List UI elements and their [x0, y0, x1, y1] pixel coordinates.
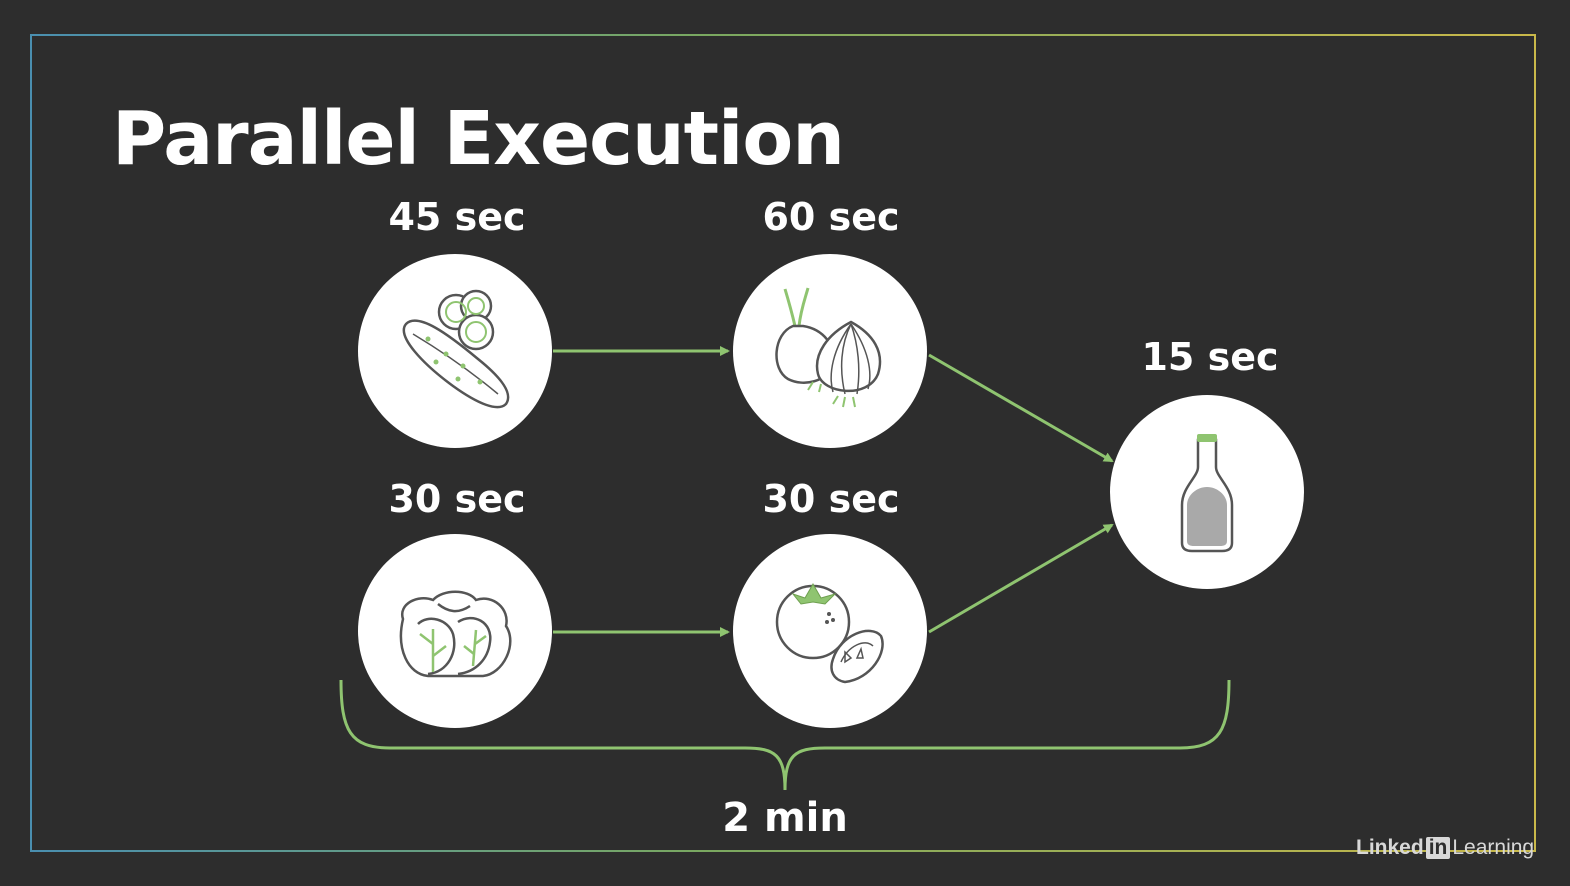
duration-lettuce: 30 sec: [388, 477, 526, 521]
duration-onion: 60 sec: [762, 195, 900, 239]
duration-tomato: 30 sec: [762, 477, 900, 521]
cucumber-icon: [402, 289, 510, 409]
task-node-onion: [733, 254, 927, 448]
lettuce-icon: [399, 590, 512, 678]
task-node-lettuce: [358, 534, 552, 728]
slide-title: Parallel Execution: [112, 96, 845, 182]
duration-cucumber: 45 sec: [388, 195, 526, 239]
total-time-label: 2 min: [722, 795, 848, 841]
linkedin-learning-logo: Linked in Learning: [1356, 836, 1534, 860]
brand-in-box: in: [1425, 837, 1451, 859]
total-time-brace: [339, 679, 1231, 791]
dressing-bottle-icon: [1180, 434, 1234, 553]
task-node-cucumber: [358, 254, 552, 448]
tomato-icon: [775, 582, 884, 684]
brand-suffix: Learning: [1452, 836, 1535, 859]
arrow-tomato-to-dressing: [928, 523, 1114, 634]
task-node-tomato: [733, 534, 927, 728]
task-node-dressing: [1110, 395, 1304, 589]
onion-icon: [775, 287, 882, 408]
brand-prefix: Linked: [1356, 836, 1424, 859]
duration-dressing: 15 sec: [1141, 335, 1279, 379]
arrow-onion-to-dressing: [928, 353, 1114, 463]
